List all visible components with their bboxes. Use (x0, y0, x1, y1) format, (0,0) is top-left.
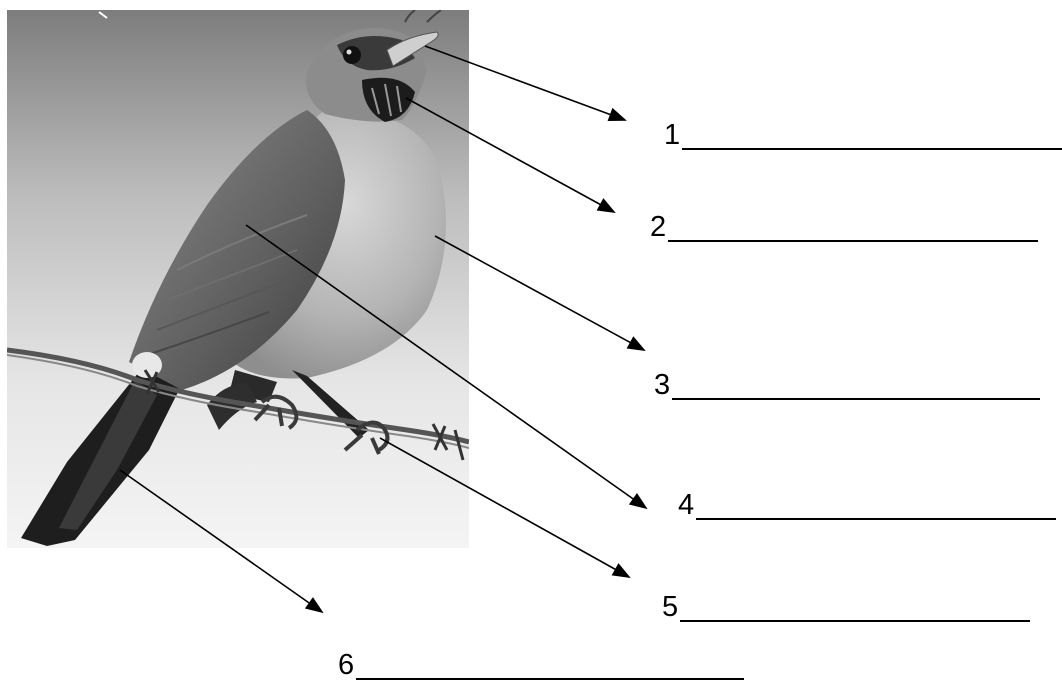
answer-blank-6[interactable] (356, 652, 745, 680)
answer-blank-2[interactable] (668, 214, 1039, 242)
pointer-line-2 (405, 97, 615, 213)
label-3: 3 (654, 369, 1041, 401)
answer-blank-3[interactable] (672, 372, 1041, 400)
label-number: 1 (664, 119, 681, 151)
arrowhead-2 (596, 198, 616, 213)
arrowhead-5 (611, 563, 631, 578)
label-5: 5 (662, 591, 1031, 623)
label-number: 3 (654, 369, 671, 401)
pointer-line-1 (424, 45, 626, 121)
barbed-wire (7, 347, 469, 445)
arrowhead-3 (626, 336, 646, 351)
label-number: 5 (662, 591, 679, 623)
label-number: 6 (338, 649, 355, 681)
pointer-line-3 (434, 235, 645, 351)
answer-blank-1[interactable] (682, 122, 1062, 150)
pointer-line-5 (379, 437, 630, 578)
pointer-line-4 (245, 224, 647, 509)
arrowhead-4 (628, 493, 648, 510)
label-1: 1 (664, 120, 1062, 150)
bird-foot-front (343, 420, 390, 455)
bird-photo (7, 10, 469, 548)
pointer-line-6 (119, 469, 323, 613)
bird-beak (386, 31, 439, 67)
arrowhead-1 (607, 107, 627, 122)
answer-blank-4[interactable] (696, 492, 1057, 520)
label-number: 4 (678, 489, 695, 521)
answer-blank-5[interactable] (680, 594, 1031, 622)
bird-foot-back (253, 394, 299, 430)
label-4: 4 (678, 489, 1057, 521)
arrowhead-6 (304, 597, 324, 614)
label-6: 6 (338, 649, 745, 681)
label-2: 2 (650, 211, 1039, 243)
label-number: 2 (650, 211, 667, 243)
